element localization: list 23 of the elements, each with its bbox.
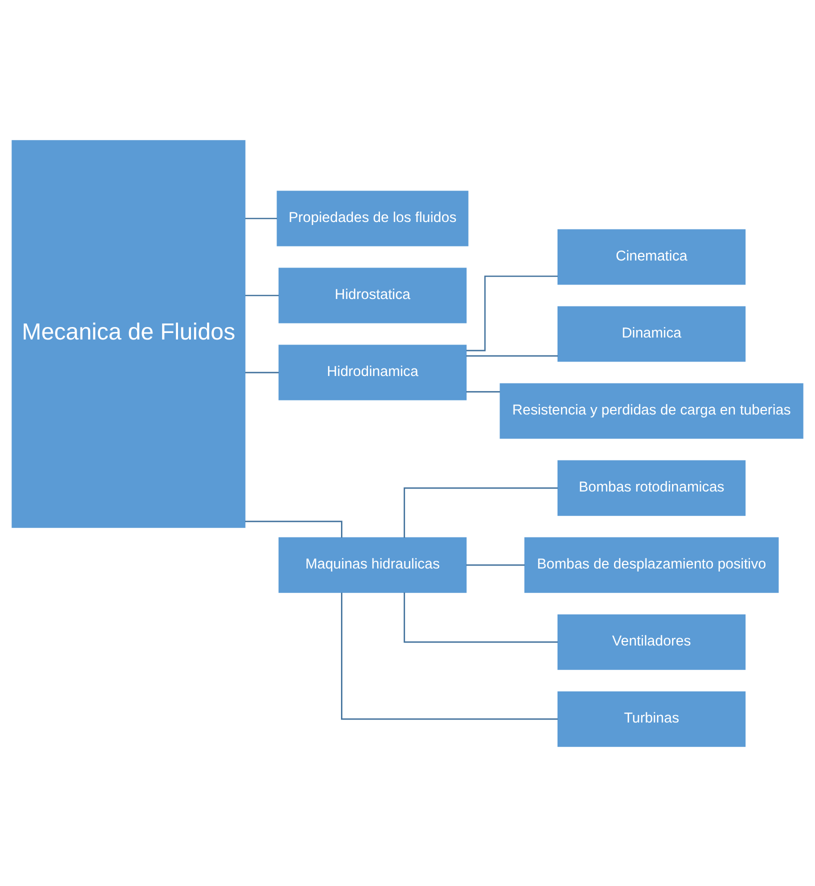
node-box: Bombas rotodinamicas	[558, 460, 746, 516]
node-box: Hidrostatica	[278, 267, 467, 323]
connector	[404, 592, 558, 642]
connector	[245, 217, 278, 219]
node-box: Ventiladores	[558, 614, 746, 670]
connector	[466, 354, 558, 356]
node-box: Dinamica	[558, 306, 746, 362]
connector	[341, 592, 558, 720]
node-box: Turbinas	[558, 690, 746, 746]
node-box: Maquinas hidraulicas	[278, 536, 467, 592]
node-box: Mecanica de Fluidos	[12, 140, 246, 528]
connector	[466, 275, 558, 351]
connector	[245, 371, 279, 373]
node-box: Cinematica	[558, 228, 746, 284]
connector	[404, 486, 558, 538]
node-box: Propiedades de los fluidos	[276, 190, 468, 246]
connector	[466, 390, 500, 392]
connector	[466, 564, 525, 566]
node-box: Resistencia y perdidas de carga en tuberias	[500, 382, 804, 438]
node-box: Hidrodinamica	[278, 344, 467, 400]
connector	[245, 520, 342, 538]
node-box: Bombas de desplazamiento positivo	[524, 536, 779, 592]
connector	[245, 294, 279, 296]
